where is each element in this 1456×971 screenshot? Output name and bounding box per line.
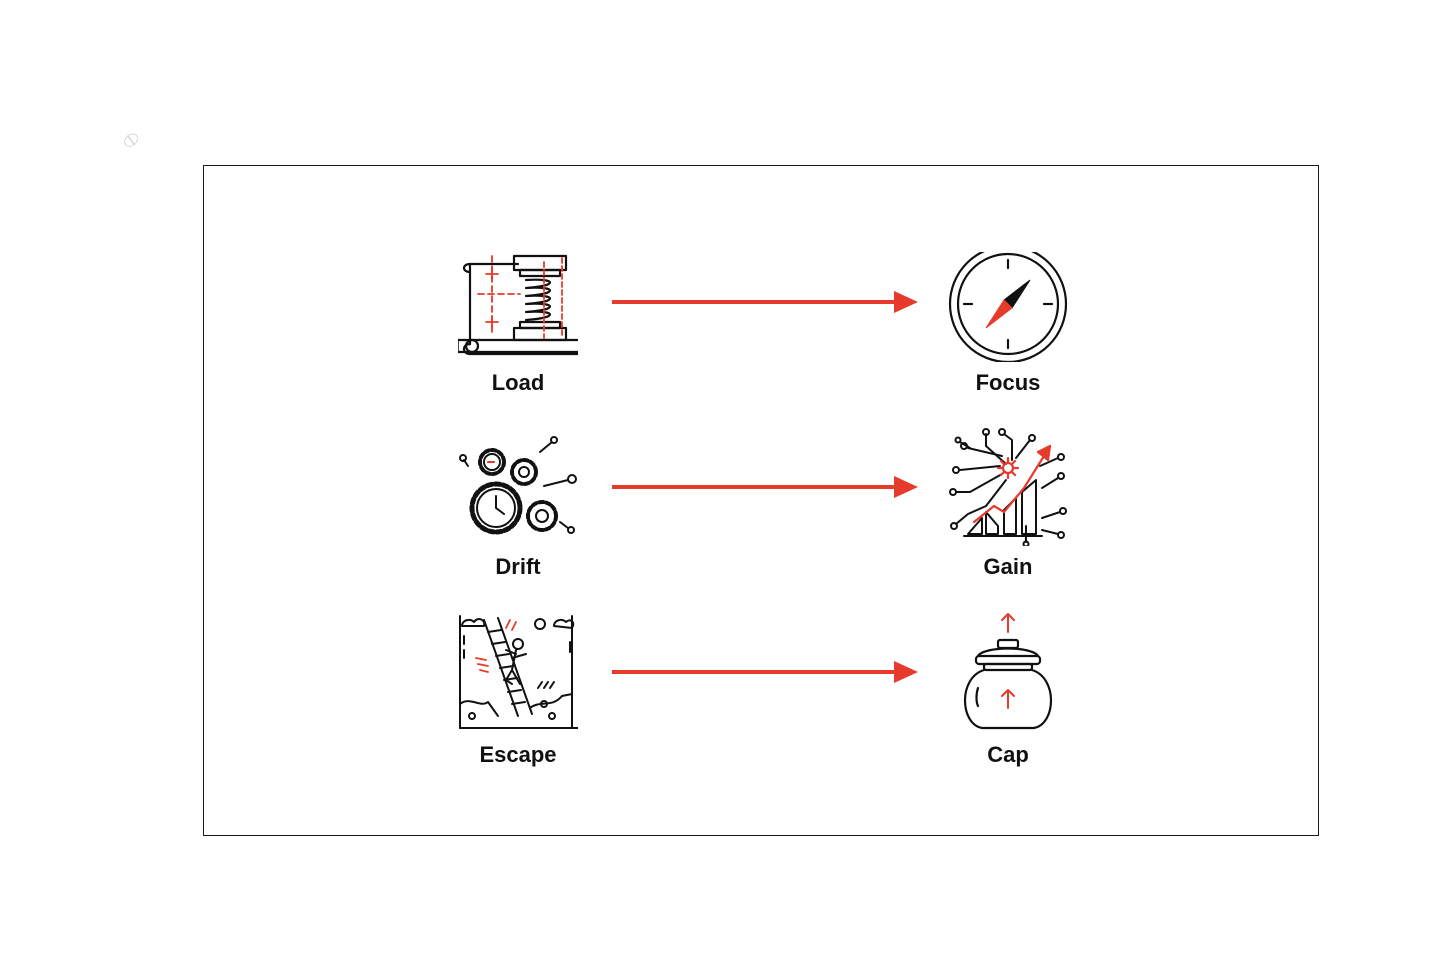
node-label: Escape	[479, 742, 557, 767]
node-label: Load	[491, 370, 545, 395]
node-cap: Cap	[918, 612, 1098, 782]
arrow-load-to-focus	[612, 291, 918, 313]
jar-lid-up-icon	[963, 613, 1053, 730]
compass-icon	[948, 252, 1068, 362]
node-label: Gain	[983, 554, 1033, 579]
node-load: Load	[428, 252, 608, 422]
ladder-climb-pit-icon	[459, 615, 578, 729]
node-escape: Escape	[428, 612, 608, 782]
growth-chart-network-icon	[949, 428, 1067, 546]
node-label: Drift	[495, 554, 541, 579]
node-gain: Gain	[918, 426, 1098, 596]
node-focus: Focus	[918, 252, 1098, 422]
gears-clock-icon	[459, 436, 577, 535]
node-drift: Drift	[428, 436, 608, 606]
node-label: Focus	[975, 370, 1041, 395]
spring-press-blueprint-icon	[458, 254, 578, 356]
arrow-escape-to-cap	[612, 661, 918, 683]
diagram-frame	[203, 165, 1319, 836]
node-label: Cap	[987, 742, 1029, 767]
arrow-drift-to-gain	[612, 476, 918, 498]
